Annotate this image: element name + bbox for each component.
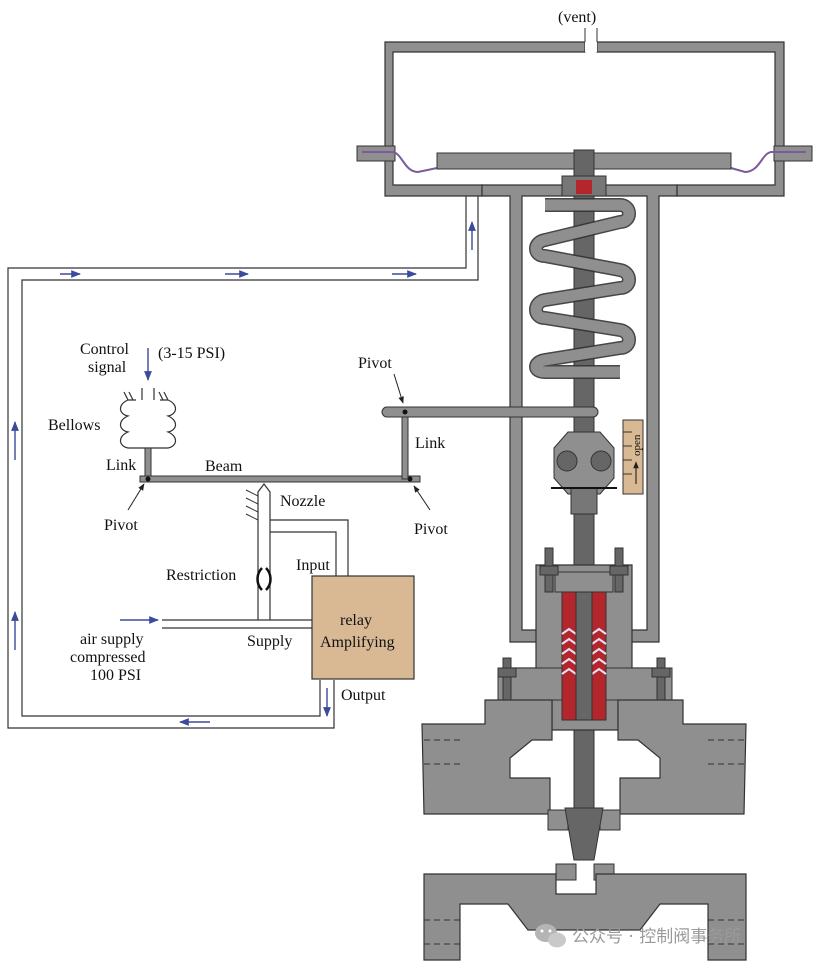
watermark-text: 公众号 · 控制阀事务所 [572,927,741,947]
open-label: open [631,434,643,456]
pivot-top-label: Pivot [358,355,392,372]
output-tubing [7,196,479,729]
bellows [119,388,177,449]
air-supply-label-3: 100 PSI [90,667,141,684]
packing-rings [561,627,607,675]
casing-flange-right [773,145,813,162]
feedback-arm [381,406,599,418]
beam-label: Beam [205,458,243,475]
air-supply-label-2: compressed [70,649,146,666]
labels: Control signal (3-15 PSI) Bellows Link B… [48,341,448,704]
control-signal-label-1: Control [80,341,129,358]
link-right-label: Link [415,435,445,452]
restriction-label: Restriction [166,567,236,584]
travel-scale: open [622,419,644,495]
nozzle-label: Nozzle [280,493,325,510]
pivot-right-label: Pivot [414,521,448,538]
valve-plug [564,807,604,861]
control-signal-label-2: signal [88,359,127,376]
actuator-casing [384,41,586,197]
spring-collar-red [576,180,592,194]
valve-body [421,699,747,961]
amplifying-relay [311,575,415,680]
vent-label: (vent) [558,9,596,26]
packing-left [561,591,577,721]
air-supply-label-1: air supply [80,631,144,648]
wechat-icon [535,924,566,948]
vent-gap [585,28,597,52]
stem-connector [551,431,617,515]
supply-line [162,619,312,629]
watermark: 公众号 · 控制阀事务所 [535,924,741,948]
diaphragm [362,151,806,174]
actuator-casing-right [596,41,785,197]
flow-arrows [11,221,476,726]
signal-range-label: (3-15 PSI) [158,345,225,362]
supply-label: Supply [247,633,292,650]
beam [139,475,421,483]
label-pointers [127,373,431,511]
output-label: Output [341,687,386,704]
relay-label-1: relay [340,612,372,629]
packing-right [591,591,607,721]
bonnet [497,547,673,731]
bellows-label: Bellows [48,417,100,434]
casing-flange-left [356,145,396,162]
relay-label-2: Amplifying [320,634,395,651]
input-label: Input [296,557,330,574]
restriction [256,567,272,591]
feedback-link [401,412,409,480]
nozzle [257,483,349,620]
link-left-label: Link [106,457,136,474]
spring [529,198,636,379]
positioner [119,388,599,680]
bellows-link [144,447,152,481]
pivot-left-label: Pivot [104,517,138,534]
